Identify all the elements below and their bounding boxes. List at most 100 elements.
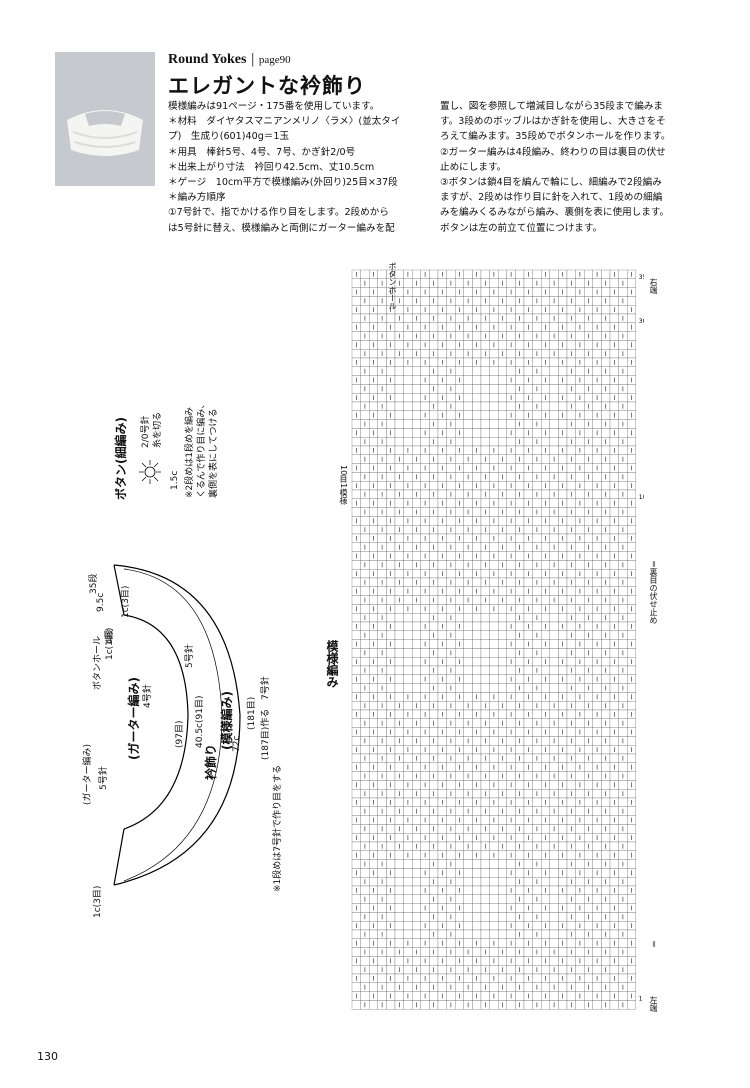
chart-cell [627,595,636,605]
chart-cell [446,833,456,843]
chart-cell [618,393,628,403]
chart-cell [592,560,602,570]
chart-cell [627,278,636,288]
chart-cell [532,357,542,367]
chart-cell [601,569,611,579]
chart-cell [498,437,507,447]
chart-cell [472,771,482,781]
chart-cell [463,269,473,279]
chart-cell [618,762,628,772]
chart-cell [541,577,550,587]
chart-cell [592,507,602,517]
chart-cell [618,586,628,596]
chart-cell [463,428,473,438]
chart-cell [609,665,619,675]
chart-cell [429,410,439,420]
chart-cell [403,639,413,649]
chart-cell [412,648,421,658]
chart-cell [523,929,533,939]
chart-cell [446,481,456,491]
chart-cell [532,850,542,860]
chart-cell [412,665,421,675]
chart-cell [463,481,473,491]
chart-cell [506,419,516,429]
chart-cell [498,375,507,385]
chart-cell [420,789,430,799]
chart-cell [549,868,559,878]
chart-cell [601,991,611,1001]
chart-cell [584,639,593,649]
chart-cell [532,833,542,843]
chart-cell [618,815,628,825]
chart-cell [480,340,490,350]
chart-cell [489,868,499,878]
chart-cell [498,956,507,966]
chart-cell [592,1000,602,1010]
chart-cell [360,481,370,491]
chart-cell [463,797,473,807]
chart-cell [351,419,361,429]
chart-pattern-label: 模様編み [325,640,339,688]
chart-cell [627,419,636,429]
chart-cell [351,648,361,658]
chart-cell [523,665,533,675]
chart-cell [446,973,456,983]
chart-cell [472,560,482,570]
chart-cell [463,305,473,315]
chart-cell [472,375,482,385]
chart-cell [386,683,396,693]
chart-cell [627,877,636,887]
chart-cell [515,393,525,403]
chart-cell [369,507,378,517]
chart-cell [558,313,568,323]
chart-cell [515,305,525,315]
chart-cell [601,533,611,543]
chart-cell [369,489,378,499]
chart-cell [515,463,525,473]
chart-cell [394,569,404,579]
chart-cell [412,366,421,376]
chart-cell [489,718,499,728]
chart-cell [377,921,387,931]
chart-cell [412,683,421,693]
chart-cell [627,577,636,587]
chart-cell [618,481,628,491]
chart-cell [498,885,507,895]
chart-cell [489,965,499,975]
chart-cell [532,903,542,913]
chart-cell [584,903,593,913]
chart-cell [369,929,378,939]
chart-cell [541,331,550,341]
chart-cell [498,322,507,332]
chart-cell [463,340,473,350]
chart-cell [584,956,593,966]
chart-cell [618,269,628,279]
chart-cell [575,824,585,834]
chart-cell [412,604,421,614]
chart-cell [498,498,507,508]
chart-cell [558,296,568,306]
chart-cell [437,701,447,711]
chart-cell [412,340,421,350]
chart-cell [549,877,559,887]
chart-cell [455,366,464,376]
instruction-line: ③ボタンは鎖4目を編んで輪にし、細編みで2段編み [440,177,662,189]
chart-cell [360,428,370,438]
chart-cell [394,630,404,640]
chart-cell [498,586,507,596]
chart-cell [541,384,550,394]
chart-cell [532,322,542,332]
chart-cell [463,956,473,966]
chart-cell [360,833,370,843]
chart-cell [584,762,593,772]
chart-cell [558,278,568,288]
chart-cell [403,806,413,816]
chart-cell [369,454,378,464]
chart-cell [437,560,447,570]
chart-cell [618,287,628,297]
chart-cell [429,692,439,702]
chart-cell [412,287,421,297]
chart-cell [429,956,439,966]
chart-cell [446,445,456,455]
chart-cell [489,630,499,640]
